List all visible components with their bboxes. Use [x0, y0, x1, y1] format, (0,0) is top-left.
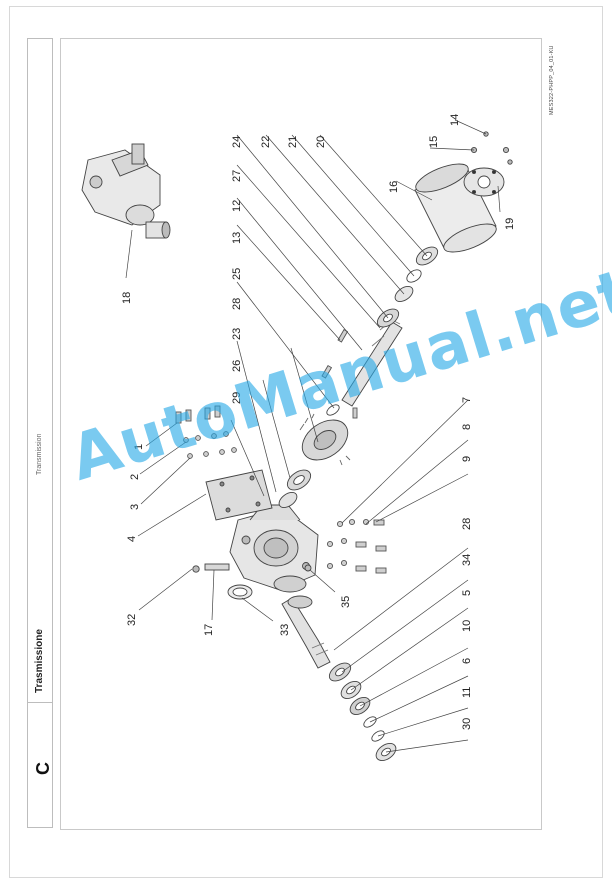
pin-and-seal: [192, 563, 312, 600]
exploded-parts-diagram: 1 2 3 4 32 17 33 35 29 26 23 28 25 13 12…: [81, 114, 516, 761]
bolt-group-cover: [175, 405, 237, 459]
inspection-cover: [205, 469, 273, 521]
part-label-27: 27: [231, 170, 243, 182]
gearbox-assembly-thumbnail: [81, 143, 171, 239]
section-tab: [27, 38, 53, 828]
part-label-17: 17: [203, 624, 215, 636]
part-label-8: 8: [461, 424, 473, 430]
part-label-28-upper: 28: [231, 298, 243, 310]
part-label-7: 7: [461, 397, 473, 403]
part-label-33: 33: [279, 624, 291, 636]
part-label-2: 2: [129, 474, 141, 480]
part-label-18: 18: [121, 292, 133, 304]
page-subtitle: Transmission: [36, 433, 43, 475]
part-label-10: 10: [461, 620, 473, 632]
bearing-set-lower: [328, 662, 397, 761]
part-label-5: 5: [461, 590, 473, 596]
gearbox-housing: [229, 504, 319, 593]
keys-and-pins: [321, 328, 358, 419]
bolt-group-housing: [326, 518, 387, 574]
section-title: Trasmissione: [34, 629, 45, 693]
part-label-30: 30: [461, 718, 473, 730]
part-label-22: 22: [260, 136, 272, 148]
page-border: [9, 6, 603, 878]
section-letter: C: [33, 762, 53, 775]
part-label-16: 16: [388, 181, 400, 193]
output-shaft: [281, 595, 331, 669]
part-label-14: 14: [449, 114, 461, 126]
flange-plate: [463, 131, 513, 197]
part-label-6: 6: [461, 658, 473, 664]
part-label-25: 25: [231, 268, 243, 280]
part-label-1: 1: [133, 444, 145, 450]
part-label-26: 26: [231, 360, 243, 372]
bevel-gear: [299, 413, 351, 466]
part-label-29: 29: [231, 392, 243, 404]
section-tab-divider: [27, 702, 53, 703]
part-label-15: 15: [428, 136, 440, 148]
part-label-28-lower: 28: [461, 518, 473, 530]
part-label-3: 3: [129, 504, 141, 510]
part-label-12: 12: [231, 200, 243, 212]
content-frame: [60, 38, 542, 830]
part-label-23: 23: [231, 328, 243, 340]
part-label-13: 13: [231, 232, 243, 244]
part-label-35: 35: [340, 596, 352, 608]
part-label-9: 9: [461, 456, 473, 462]
part-label-19: 19: [504, 218, 516, 230]
part-label-11: 11: [461, 687, 473, 698]
part-label-20: 20: [315, 136, 327, 148]
part-label-24: 24: [231, 136, 243, 148]
part-label-34: 34: [461, 554, 473, 566]
leader-lines: [125, 119, 501, 753]
part-label-21: 21: [287, 136, 299, 148]
part-label-32: 32: [126, 614, 138, 626]
document-code: MES322-PHPP_04_01-KU: [549, 45, 555, 115]
part-label-4: 4: [126, 536, 138, 542]
